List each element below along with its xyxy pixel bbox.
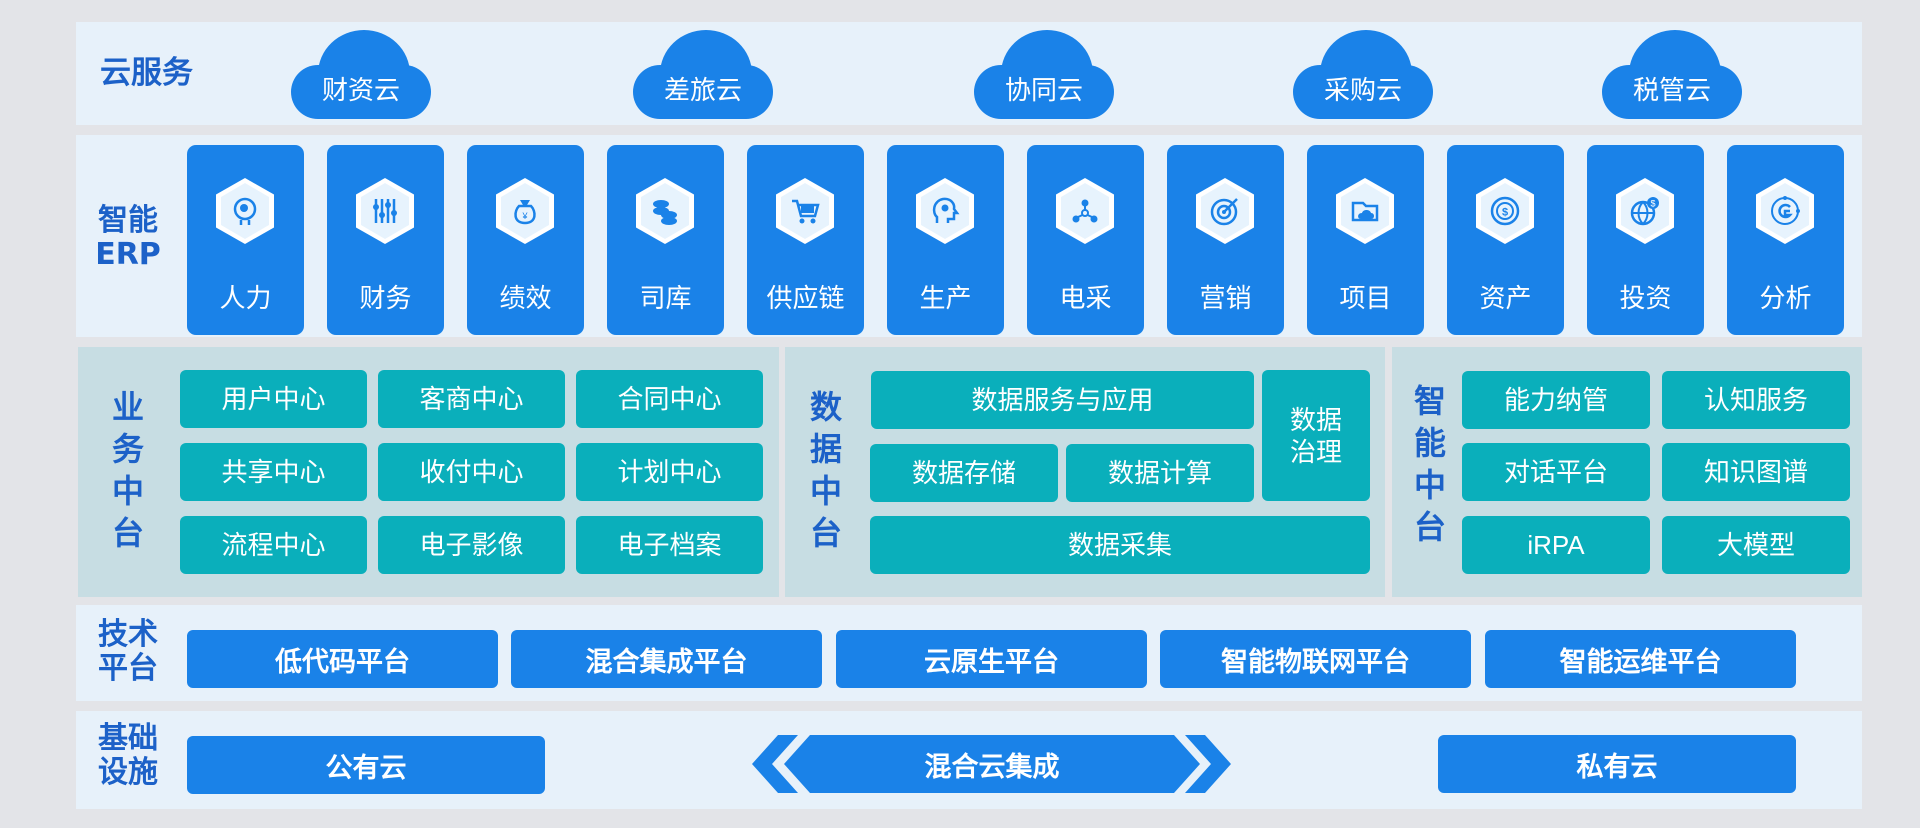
ai-item[interactable]: 认知服务 <box>1662 371 1850 429</box>
data-governance-line2: 治理 <box>1289 436 1342 467</box>
svg-text:$: $ <box>1650 199 1655 209</box>
data-compute-block[interactable]: 数据计算 <box>1066 444 1254 502</box>
erp-module-label: 生产 <box>919 283 972 313</box>
erp-module-card[interactable]: 项目 <box>1307 145 1424 335</box>
tech-platform-label-line1: 技术 <box>98 617 158 652</box>
business-item[interactable]: 共享中心 <box>180 443 367 501</box>
target-icon <box>1196 178 1254 244</box>
cloud-item-shuiguan[interactable]: 税管云 <box>1602 30 1742 130</box>
private-cloud-button[interactable]: 私有云 <box>1438 735 1796 793</box>
cloud-item-chalv[interactable]: 差旅云 <box>633 30 773 130</box>
cloud-item-caigou[interactable]: 采购云 <box>1293 30 1433 130</box>
cloud-item-caizi[interactable]: 财资云 <box>291 30 431 130</box>
svg-text:¥: ¥ <box>521 211 528 221</box>
erp-module-label: 营销 <box>1199 283 1252 313</box>
data-governance-line1: 数据 <box>1289 404 1342 435</box>
business-item[interactable]: 客商中心 <box>378 370 565 428</box>
cloud-item-label: 财资云 <box>321 75 400 105</box>
infrastructure-label-line2: 设施 <box>98 755 158 790</box>
hybrid-arrow-right-icon <box>1185 735 1231 793</box>
erp-module-card[interactable]: 司库 <box>607 145 724 335</box>
cloud-item-label: 税管云 <box>1632 75 1711 105</box>
data-storage-block[interactable]: 数据存储 <box>870 444 1058 502</box>
cloud-services-label: 云服务 <box>100 55 193 91</box>
cloud-item-label: 协同云 <box>1004 75 1083 105</box>
data-governance-block[interactable]: 数据 治理 <box>1262 370 1370 501</box>
tech-platform-item[interactable]: 智能运维平台 <box>1485 630 1796 688</box>
erp-label-line1: 智能 <box>98 203 158 238</box>
sliders-icon <box>356 178 414 244</box>
erp-module-label: 电采 <box>1059 283 1112 313</box>
globe-dollar-icon: $ <box>1616 178 1674 244</box>
erp-module-card[interactable]: 电采 <box>1027 145 1144 335</box>
erp-module-card[interactable]: $ 投资 <box>1587 145 1704 335</box>
ai-item[interactable]: 知识图谱 <box>1662 443 1850 501</box>
erp-module-label: 供应链 <box>766 283 845 313</box>
erp-module-label: 司库 <box>639 283 692 313</box>
ai-item[interactable]: iRPA <box>1462 516 1650 574</box>
erp-module-card[interactable]: 生产 <box>887 145 1004 335</box>
erp-label: 智能 ERP <box>92 204 164 272</box>
erp-module-card[interactable]: 营销 <box>1167 145 1284 335</box>
ai-item[interactable]: 对话平台 <box>1462 443 1650 501</box>
cloud-item-label: 差旅云 <box>663 75 742 105</box>
erp-module-card[interactable]: 供应链 <box>747 145 864 335</box>
tech-platform-label-line2: 平台 <box>98 651 158 686</box>
business-item[interactable]: 流程中心 <box>180 516 367 574</box>
tech-platform-item[interactable]: 云原生平台 <box>836 630 1147 688</box>
tech-platform-item[interactable]: 智能物联网平台 <box>1160 630 1471 688</box>
business-item[interactable]: 用户中心 <box>180 370 367 428</box>
erp-module-label: 人力 <box>219 283 272 313</box>
erp-module-label: 投资 <box>1619 283 1672 313</box>
erp-module-label: 财务 <box>359 283 412 313</box>
tech-platform-item[interactable]: 混合集成平台 <box>511 630 822 688</box>
erp-module-card[interactable]: 人力 <box>187 145 304 335</box>
erp-module-label: 资产 <box>1479 283 1532 313</box>
public-cloud-button[interactable]: 公有云 <box>187 736 545 794</box>
business-item[interactable]: 收付中心 <box>378 443 565 501</box>
erp-label-line2: ERP <box>95 237 161 272</box>
svg-text:$: $ <box>1502 207 1508 219</box>
tech-platform-label: 技术 平台 <box>92 618 164 686</box>
money-bag-icon: ¥ <box>496 178 554 244</box>
infrastructure-label-line1: 基础 <box>98 721 158 756</box>
infrastructure-label: 基础 设施 <box>92 722 164 790</box>
shopping-cart-icon <box>776 178 834 244</box>
dollar-coin-icon: $ <box>1476 178 1534 244</box>
person-head-icon <box>216 178 274 244</box>
data-services-block[interactable]: 数据服务与应用 <box>871 371 1254 429</box>
erp-module-label: 绩效 <box>499 283 552 313</box>
business-item[interactable]: 合同中心 <box>576 370 763 428</box>
network-icon <box>1056 178 1114 244</box>
hybrid-arrow-left-icon <box>752 735 798 793</box>
tech-platform-item[interactable]: 低代码平台 <box>187 630 498 688</box>
gear-head-icon <box>916 178 974 244</box>
erp-module-label: 分析 <box>1759 283 1812 313</box>
ai-item[interactable]: 大模型 <box>1662 516 1850 574</box>
coin-stack-icon <box>636 178 694 244</box>
business-item[interactable]: 电子档案 <box>576 516 763 574</box>
cloud-folder-icon <box>1336 178 1394 244</box>
data-collection-block[interactable]: 数据采集 <box>870 516 1370 574</box>
cloud-item-xietong[interactable]: 协同云 <box>974 30 1114 130</box>
erp-module-card[interactable]: 分析 <box>1727 145 1844 335</box>
erp-module-card[interactable]: ¥ 绩效 <box>467 145 584 335</box>
business-platform-label: 业务中台 <box>111 388 144 552</box>
data-platform-label: 数据中台 <box>809 388 842 552</box>
erp-module-label: 项目 <box>1339 283 1392 313</box>
business-item[interactable]: 计划中心 <box>576 443 763 501</box>
erp-module-card[interactable]: $ 资产 <box>1447 145 1564 335</box>
analysis-circle-icon <box>1756 178 1814 244</box>
ai-item[interactable]: 能力纳管 <box>1462 371 1650 429</box>
ai-platform-label: 智能中台 <box>1413 382 1446 546</box>
hybrid-cloud-integration-button[interactable]: 混合云集成 <box>784 735 1200 793</box>
cloud-item-label: 采购云 <box>1323 75 1402 105</box>
business-item[interactable]: 电子影像 <box>378 516 565 574</box>
erp-module-card[interactable]: 财务 <box>327 145 444 335</box>
